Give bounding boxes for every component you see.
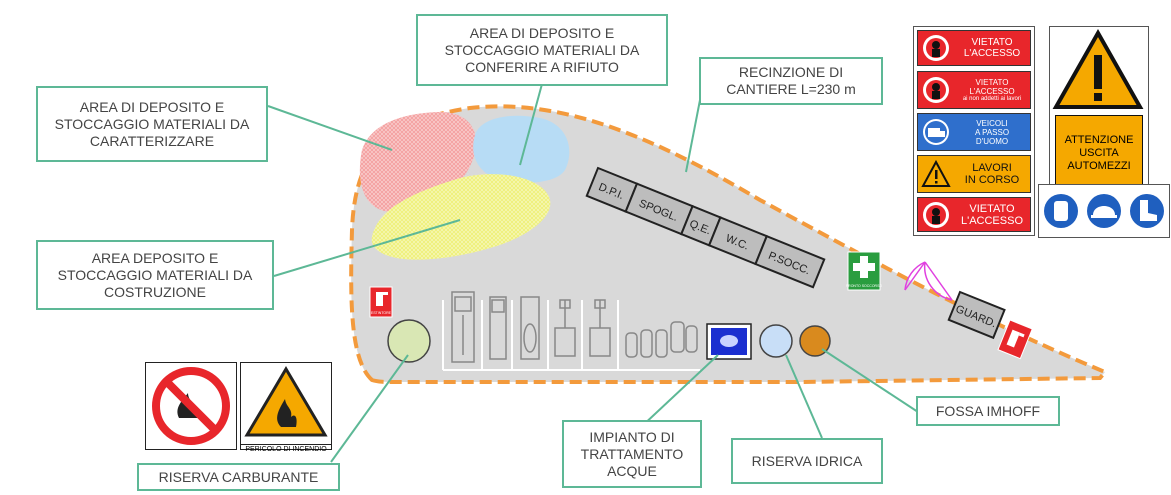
gate-icon xyxy=(904,261,953,301)
riserva-idrica-tank xyxy=(759,324,793,358)
extinguisher-right-icon xyxy=(997,319,1033,360)
label-riserva-carburante: RISERVA CARBURANTE xyxy=(137,463,340,491)
first-aid-sign: PRONTO SOCCORSO xyxy=(846,251,883,291)
no-entry-person-icon xyxy=(918,72,954,108)
truck-icon xyxy=(918,114,954,150)
helmet-icon xyxy=(1086,194,1121,228)
gloves-icon xyxy=(1043,194,1078,228)
fence-line xyxy=(349,104,1109,384)
no-entry-person-icon xyxy=(918,30,954,66)
first-aid-label: PRONTO SOCCORSO xyxy=(846,284,883,288)
extinguisher-left-icon: ESTINTORE xyxy=(369,286,393,318)
vehicle-mixer-icon xyxy=(520,296,540,360)
warning-triangle-icon xyxy=(918,156,954,192)
no-fire-sign xyxy=(145,362,237,450)
ppe-signs xyxy=(1038,184,1170,238)
riserva-carburante-tank xyxy=(387,319,431,363)
boots-icon xyxy=(1130,194,1165,228)
water-treatment-plant-icon xyxy=(706,323,752,360)
estintore-label: ESTINTORE xyxy=(371,311,392,315)
parking-area xyxy=(442,300,700,371)
vehicle-excavator-icon xyxy=(554,299,576,357)
fire-danger-label: PERICOLO DI INCENDIO xyxy=(241,444,331,455)
label-riserva-idrica: RISERVA IDRICA xyxy=(731,438,883,484)
label-fossa-imhoff: FOSSA IMHOFF xyxy=(916,396,1060,426)
warning-triangle-icon xyxy=(1052,28,1144,109)
guard-house: GUARD. xyxy=(947,290,1006,340)
vehicle-excavator-2-icon xyxy=(589,299,611,357)
car-icons xyxy=(625,321,698,358)
vehicle-crane-icon xyxy=(451,291,475,363)
no-entry-person-icon xyxy=(918,197,954,233)
connector-lines xyxy=(267,83,919,463)
fire-danger-sign: PERICOLO DI INCENDIO xyxy=(240,362,332,453)
building-psocc xyxy=(754,234,826,289)
building-row: D.P.I. SPOGL. Q.E. W.C. P.SOCC. xyxy=(585,166,826,289)
area-blue xyxy=(473,115,570,183)
vehicle-truck-icon xyxy=(489,296,507,360)
